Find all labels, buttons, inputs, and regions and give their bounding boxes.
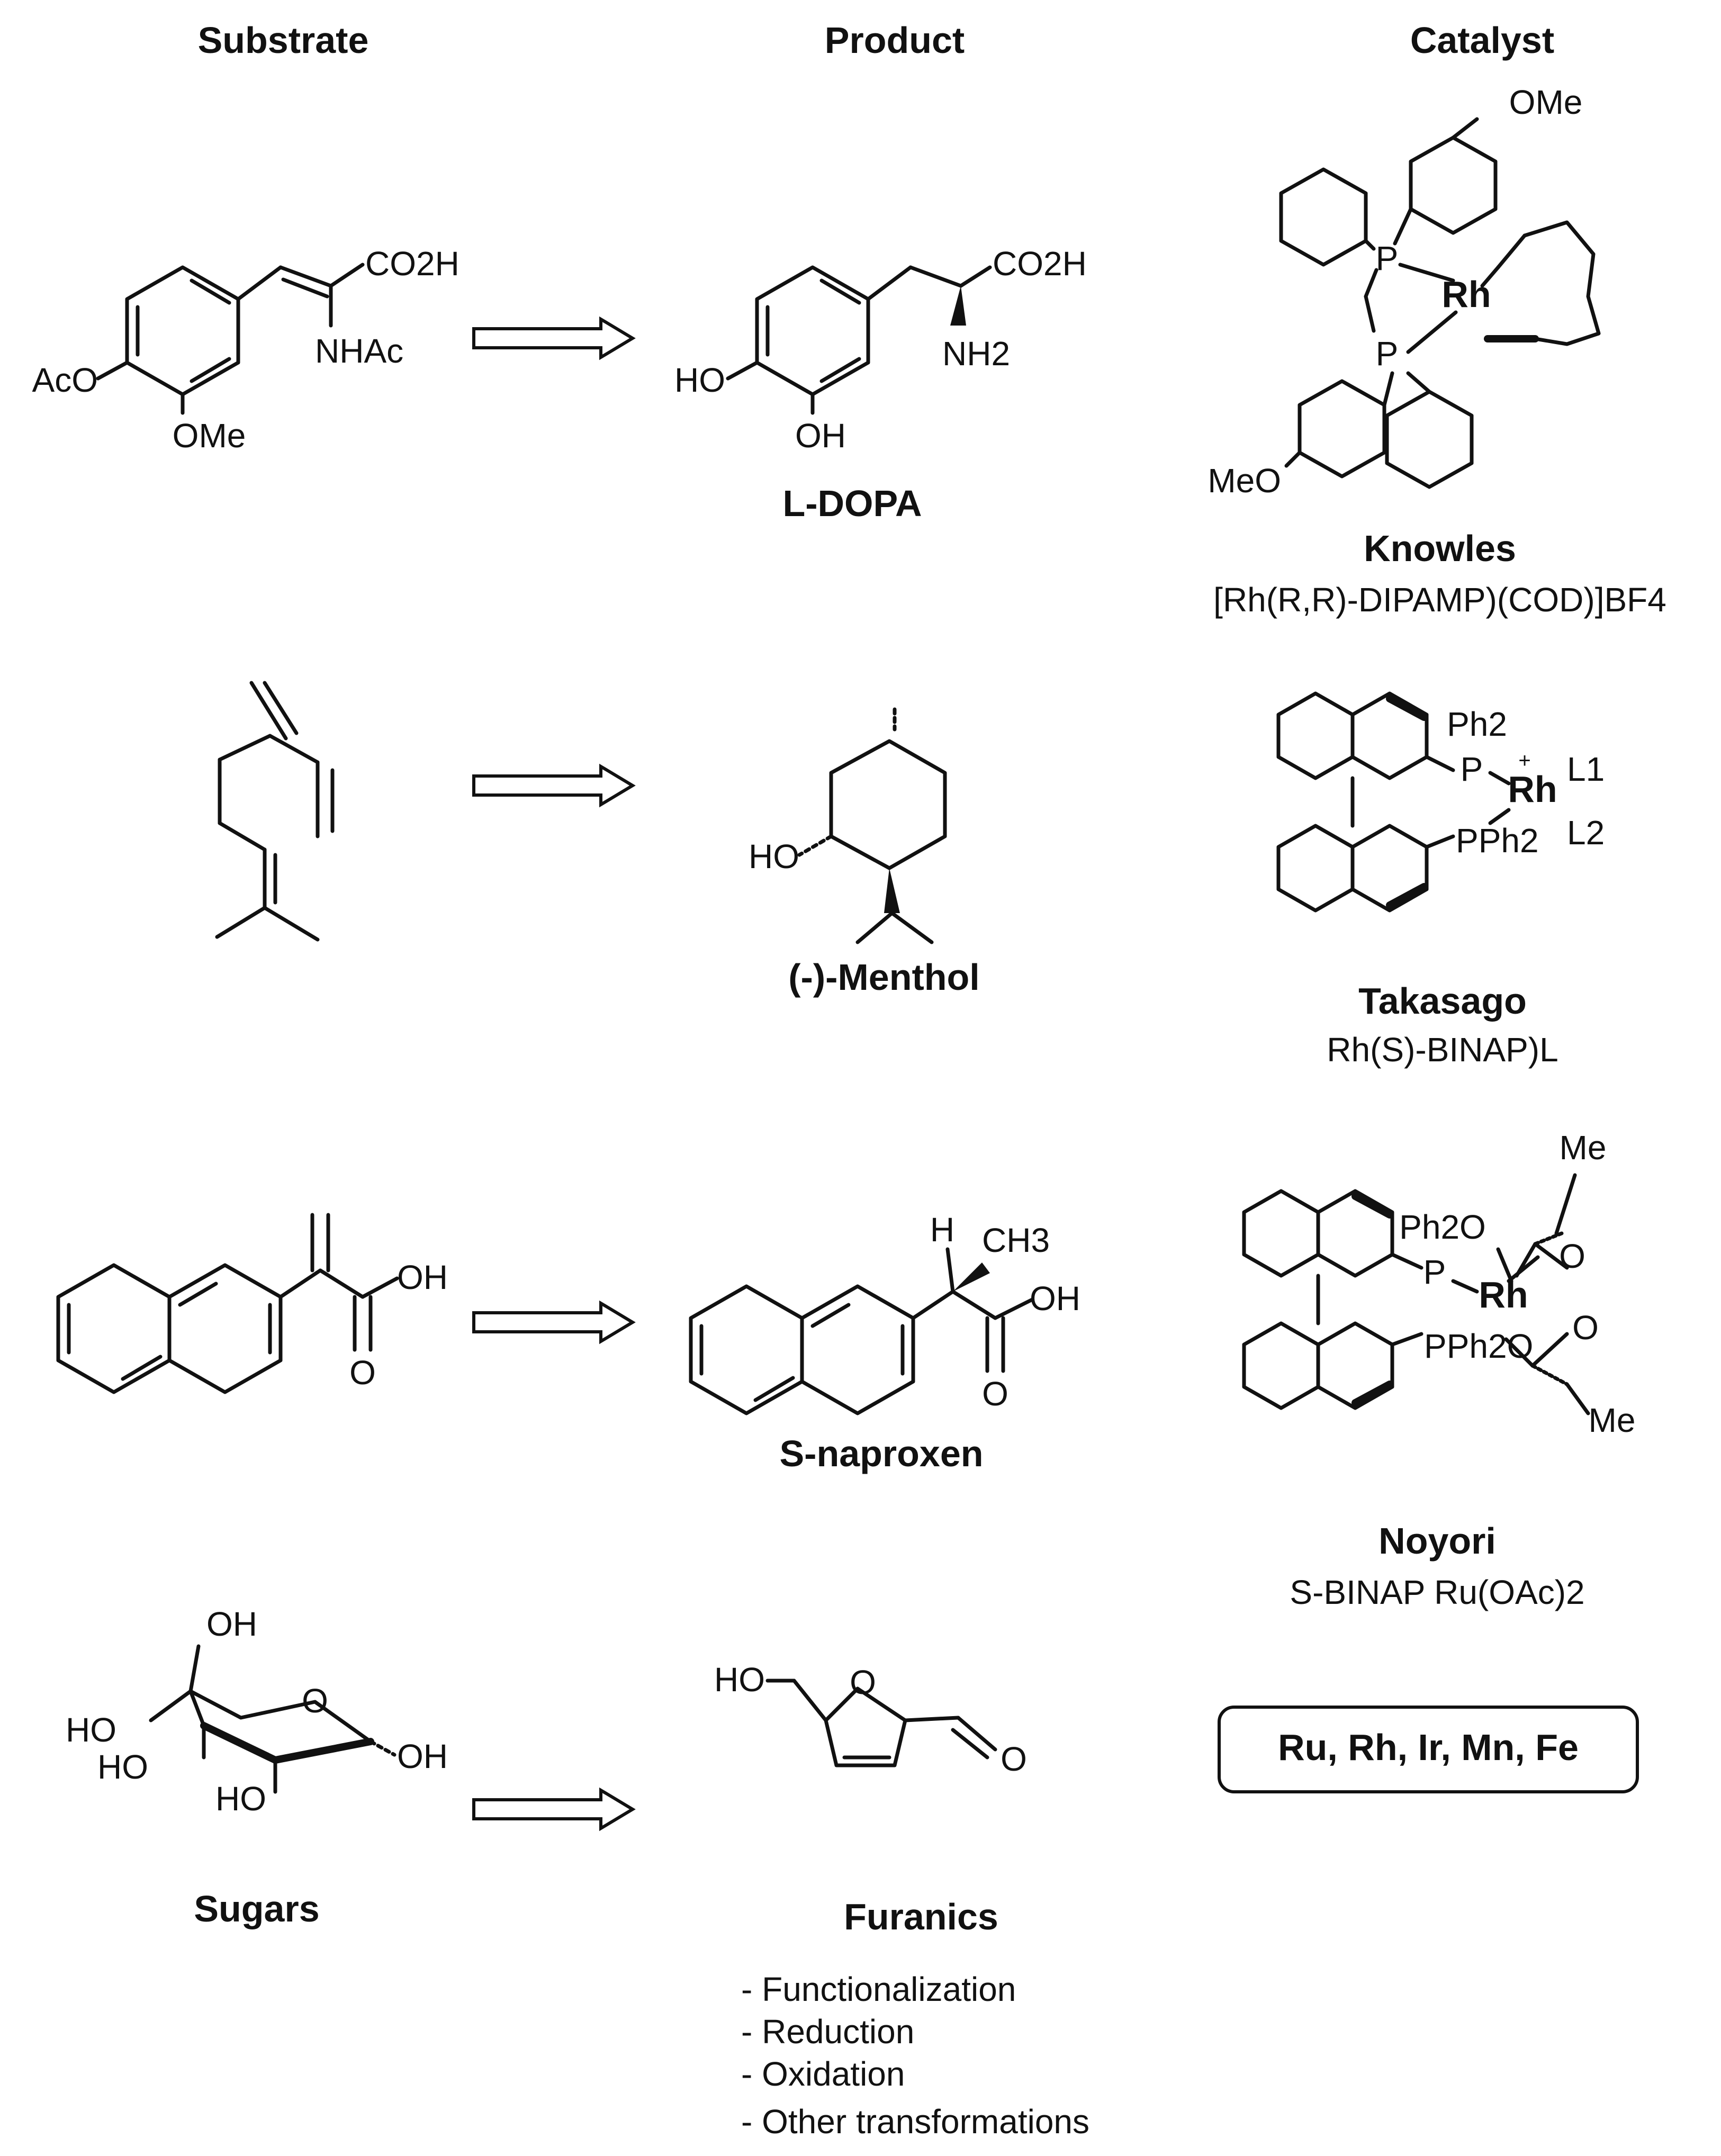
catalyst-3-rh-label: Rh	[1479, 1274, 1528, 1315]
substrate-4-o-ring-label: O	[302, 1682, 328, 1720]
catalyst-3-structure	[1242, 1173, 1590, 1415]
catalyst-2-formula: Rh(S)-BINAP)L	[1327, 1031, 1558, 1069]
product-3-structure	[689, 1247, 1034, 1415]
reaction-arrow-3	[472, 1300, 636, 1345]
catalyst-1-formula: [Rh(R,R)-DIPAMP)(COD)]BF4	[1213, 581, 1666, 619]
catalyst-3-me-bottom-label: Me	[1589, 1401, 1636, 1439]
product-2-structure	[797, 707, 947, 944]
catalyst-2-plus-label: +	[1518, 749, 1530, 772]
header-catalyst: Catalyst	[1410, 20, 1554, 61]
product-4-name: Furanics	[844, 1896, 998, 1937]
product-1-structure	[726, 265, 992, 415]
substrate-3-oh-label: OH	[397, 1258, 448, 1296]
transformations-list: - Functionalization - Reduction - Oxidat…	[741, 1970, 1089, 2141]
product-1-oh-label: OH	[795, 417, 846, 455]
catalyst-2-structure	[1276, 691, 1511, 913]
catalyst-2-p-label: P	[1461, 750, 1483, 788]
transformation-item: - Reduction	[741, 2013, 914, 2051]
catalyst-2-pph2-label: PPh2	[1456, 822, 1539, 860]
catalyst-3-o-bottom-label: O	[1572, 1309, 1599, 1347]
catalyst-1-rh-label: Rh	[1441, 274, 1491, 315]
product-1-nh2-label: NH2	[942, 335, 1010, 373]
product-2-ho-label: HO	[749, 837, 799, 876]
header-substrate: Substrate	[198, 20, 369, 61]
product-1-name: L-DOPA	[782, 483, 922, 524]
product-2-name: (-)-Menthol	[788, 957, 980, 998]
catalyst-2-l2-label: L2	[1567, 814, 1605, 852]
product-4-structure	[765, 1679, 997, 1767]
product-3-h-label: H	[930, 1211, 954, 1249]
product-1-co2h-label: CO2H	[993, 245, 1087, 283]
reaction-arrow-4	[472, 1787, 636, 1832]
catalyst-3-ph2o-label: Ph2O	[1399, 1208, 1486, 1246]
transformation-item: - Functionalization	[741, 1970, 1016, 2008]
substrate-3-structure	[56, 1213, 399, 1394]
substrate-4-ho-low-label: HO	[215, 1780, 266, 1818]
reaction-arrow-1	[472, 316, 636, 360]
substrate-1-co2h-label: CO2H	[365, 245, 459, 283]
transformation-item: - Other transformations	[741, 2103, 1089, 2141]
catalyst-1-name: Knowles	[1364, 528, 1516, 569]
product-3-oh-label: OH	[1030, 1279, 1080, 1318]
catalyst-3-o-top-label: O	[1559, 1237, 1585, 1275]
catalyst-1-structure	[1279, 117, 1601, 489]
substrate-2-structure	[215, 681, 335, 942]
product-3-ch3-label: CH3	[982, 1221, 1050, 1259]
substrate-1-aco-label: AcO	[32, 361, 98, 399]
substrate-4-oh-right-label: OH	[397, 1737, 448, 1775]
product-4-o-ring-label: O	[850, 1663, 876, 1701]
catalyst-3-name: Noyori	[1378, 1520, 1496, 1562]
catalyst-1-meo-label: MeO	[1208, 462, 1281, 500]
catalyst-3-pph2o-label: PPh2O	[1424, 1327, 1533, 1365]
catalyst-2-ph2-label: Ph2	[1447, 705, 1507, 743]
transformation-item: - Oxidation	[741, 2055, 905, 2093]
header-product: Product	[825, 20, 965, 61]
catalyst-2-l1-label: L1	[1567, 750, 1605, 788]
substrate-4-ho-mid-label: HO	[97, 1748, 148, 1786]
substrate-4-structure	[149, 1644, 397, 1794]
substrate-1-nhac-label: NHAc	[315, 332, 403, 370]
product-4-o-ald-label: O	[1001, 1740, 1027, 1778]
catalyst-3-p-label: P	[1423, 1253, 1446, 1291]
substrate-1-structure	[96, 263, 365, 415]
product-4-ho-label: HO	[714, 1661, 765, 1699]
product-3-o-label: O	[982, 1375, 1008, 1413]
product-1-ho-label: HO	[674, 361, 725, 399]
catalyst-2-rh-label: Rh	[1508, 769, 1557, 810]
catalyst-1-p-upper-label: P	[1376, 239, 1399, 277]
catalyst-2-name: Takasago	[1358, 980, 1527, 1022]
catalyst-3-me-top-label: Me	[1560, 1129, 1607, 1167]
catalyst-1-p-lower-label: P	[1376, 335, 1399, 373]
product-3-name: S-naproxen	[779, 1433, 983, 1474]
catalyst-1-ome-label: OMe	[1509, 83, 1583, 121]
substrate-4-name: Sugars	[194, 1888, 319, 1929]
reaction-arrow-2	[472, 763, 636, 808]
substrate-4-oh-top-label: OH	[206, 1605, 257, 1643]
metals-list: Ru, Rh, Ir, Mn, Fe	[1278, 1727, 1579, 1768]
substrate-3-o-label: O	[349, 1354, 376, 1392]
substrate-1-ome-label: OMe	[173, 417, 246, 455]
metals-box	[1218, 1706, 1639, 1793]
catalyst-3-formula: S-BINAP Ru(OAc)2	[1290, 1573, 1584, 1611]
substrate-4-ho-left-label: HO	[66, 1711, 116, 1749]
